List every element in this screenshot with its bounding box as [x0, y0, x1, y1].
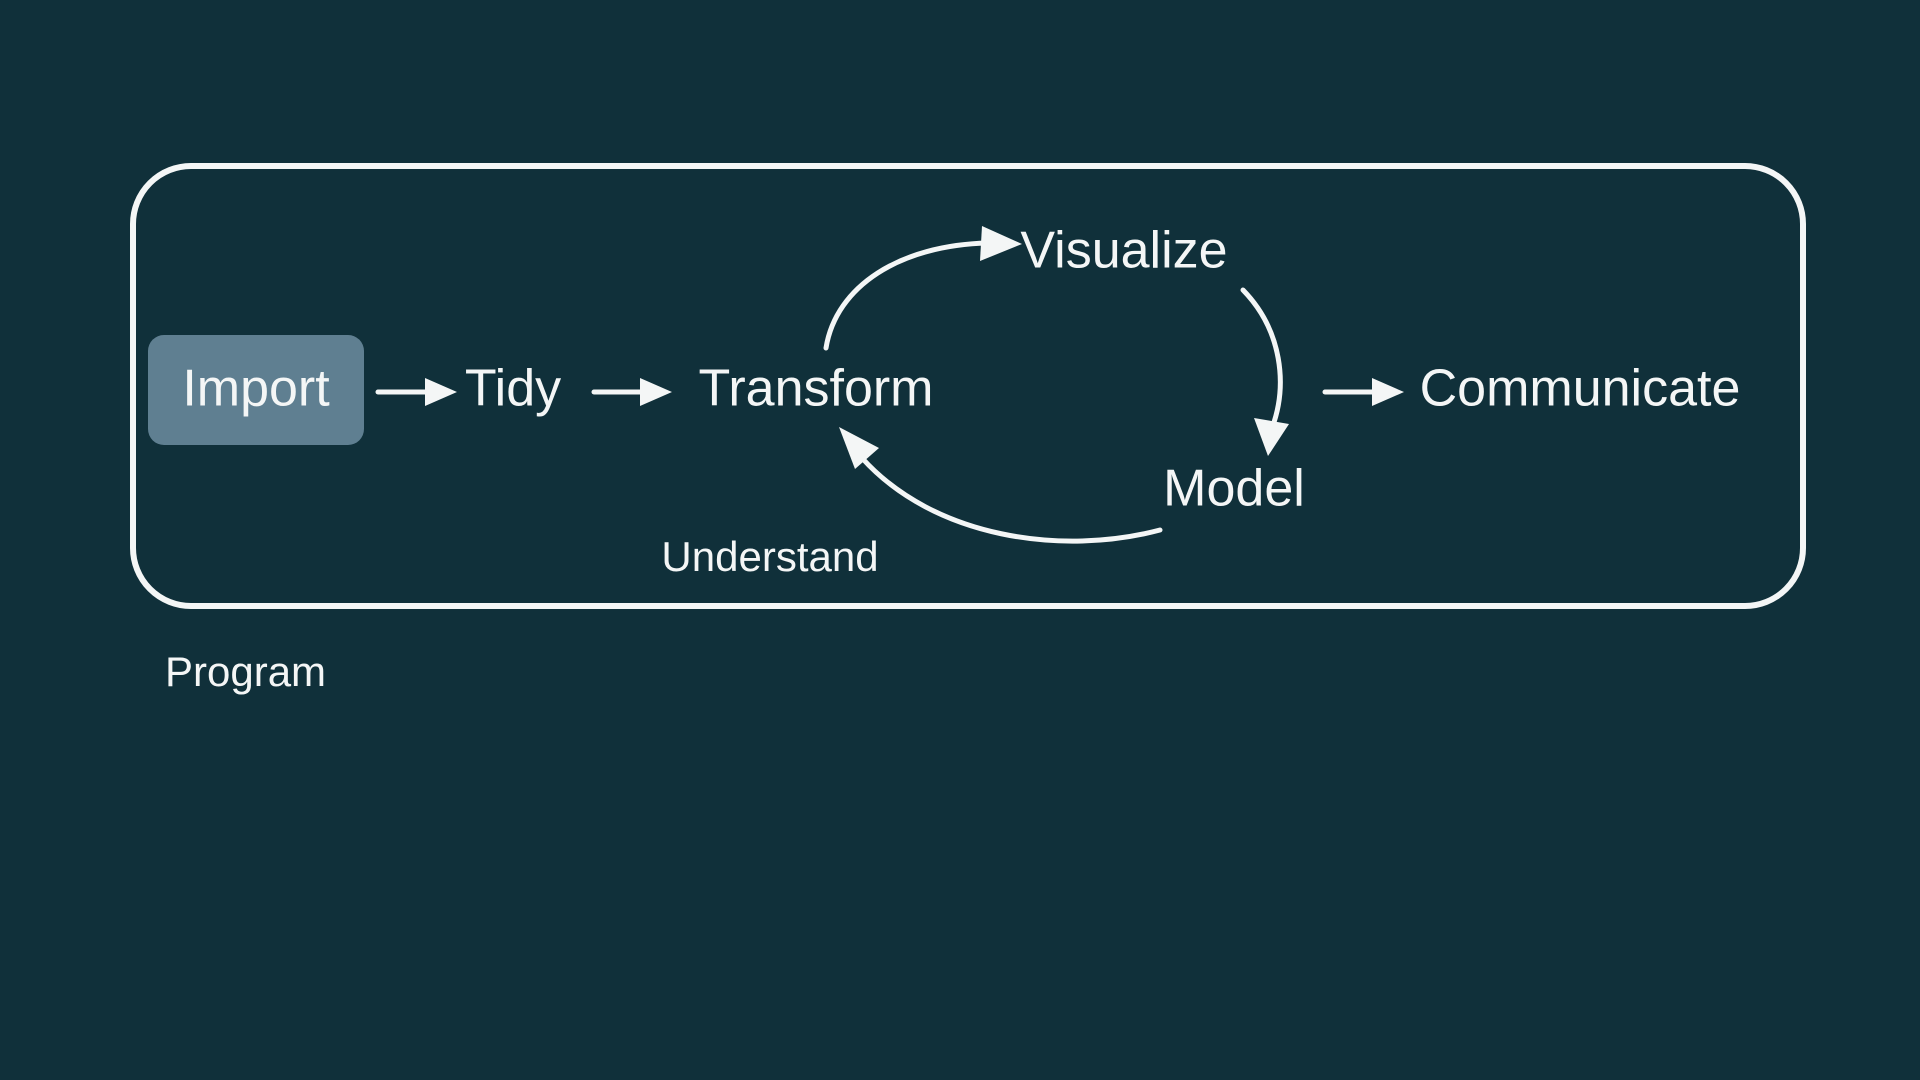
node-label-visualize: Visualize [1020, 222, 1227, 280]
edge-visualize-to-model [1240, 287, 1289, 456]
edge-model-to-transform [839, 427, 1163, 544]
program-frame [130, 163, 1806, 609]
node-label-transform: Transform [699, 360, 934, 418]
arrow-head-icon [1254, 418, 1289, 456]
node-label-import: Import [182, 360, 330, 418]
import-highlight-box [148, 335, 364, 445]
edge-model-to-communicate [1322, 378, 1404, 406]
frame-label-program: Program [165, 648, 326, 695]
arrow-head-icon [1372, 378, 1404, 406]
group-label-understand: Understand [661, 533, 878, 580]
arrow-head-icon [425, 378, 457, 406]
node-label-communicate: Communicate [1420, 360, 1741, 418]
edge-transform-to-visualize [823, 226, 1022, 351]
arrow-head-icon [640, 378, 672, 406]
node-label-model: Model [1163, 460, 1305, 518]
edge-tidy-to-transform [591, 378, 672, 406]
node-label-tidy: Tidy [465, 360, 561, 418]
arrow-head-icon [980, 226, 1022, 261]
edge-import-to-tidy [375, 378, 457, 406]
arrow-head-icon [839, 427, 879, 469]
